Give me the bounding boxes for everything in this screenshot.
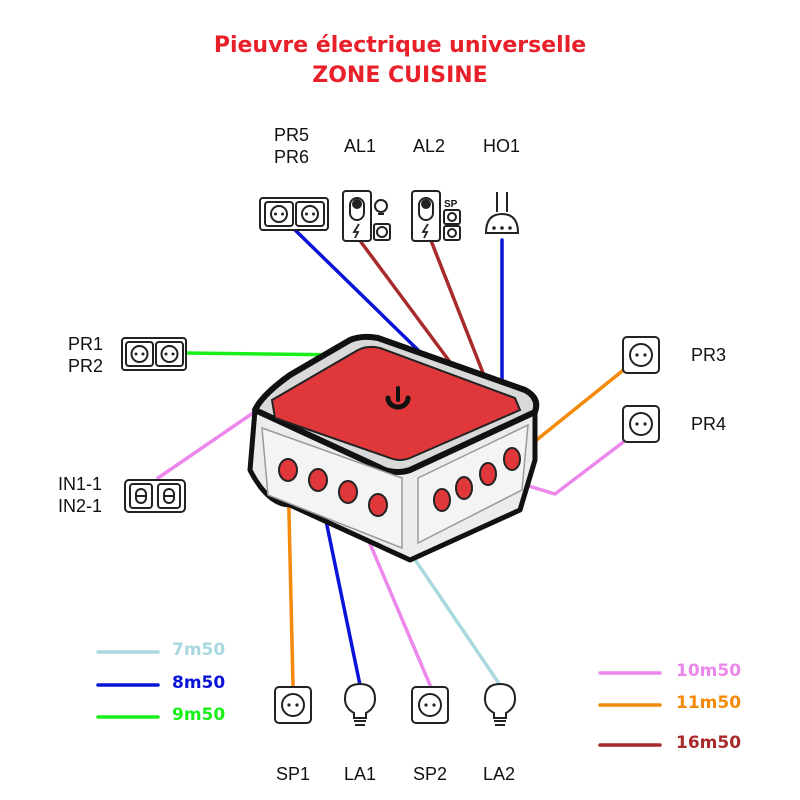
legend-lines xyxy=(96,650,662,747)
box-right-face xyxy=(417,423,529,545)
legend-label-16m50: 16m50 xyxy=(676,733,742,753)
wire-al2-darkred xyxy=(428,236,487,380)
label-al2: AL2 xyxy=(413,136,446,156)
label-al1: AL1 xyxy=(344,136,377,156)
power-logo-icon xyxy=(385,386,411,410)
double-outlet-icon xyxy=(121,337,187,371)
box-lid-top xyxy=(270,345,522,461)
wire-pr56-blue xyxy=(291,226,420,352)
label-sp2: SP2 xyxy=(413,764,448,784)
legend-label-9m50: 9m50 xyxy=(172,705,226,725)
junction-box xyxy=(247,333,540,563)
label-in2-1: IN2-1 xyxy=(58,496,103,516)
wire-sp1-orange xyxy=(286,470,295,687)
label-la2: LA2 xyxy=(483,764,516,784)
label-in1-1: IN1-1 xyxy=(58,474,103,494)
light-bulb-icon xyxy=(483,682,517,726)
outlet-icon xyxy=(622,405,660,443)
switch-bulb-outlet-icon xyxy=(342,190,391,242)
switch-sp-outlet-icon xyxy=(411,190,461,242)
legend-label-8m50: 8m50 xyxy=(172,673,226,693)
cable-entry xyxy=(308,468,328,492)
label-pr2: PR2 xyxy=(68,356,104,376)
label-sp1: SP1 xyxy=(276,764,311,784)
outlet-icon xyxy=(622,336,660,374)
cable-entry xyxy=(368,493,388,517)
cable-entry xyxy=(479,462,497,486)
cable-entry xyxy=(338,480,358,504)
cable-entry xyxy=(503,447,521,471)
label-ho1: HO1 xyxy=(483,136,521,156)
title-line-1: Pieuvre électrique universelle xyxy=(213,33,587,58)
outlet-icon xyxy=(411,686,449,724)
cable-entry-holes xyxy=(278,447,521,517)
title-line-2: ZONE CUISINE xyxy=(312,63,488,88)
cable-entry xyxy=(455,476,473,500)
cable-entry xyxy=(278,458,298,482)
label-pr5: PR5 xyxy=(274,125,310,145)
label-pr3: PR3 xyxy=(691,345,727,365)
hood-connector-icon xyxy=(484,192,520,234)
outlet-icon xyxy=(274,686,312,724)
double-outlet-icon xyxy=(259,197,329,231)
cable-entry xyxy=(433,488,451,512)
legend-label-10m50: 10m50 xyxy=(676,661,742,681)
label-pr4: PR4 xyxy=(691,414,727,434)
legend-label-7m50: 7m50 xyxy=(172,640,226,660)
label-la1: LA1 xyxy=(344,764,377,784)
label-pr6: PR6 xyxy=(274,147,310,167)
sp-badge: SP xyxy=(444,199,458,210)
legend-label-11m50: 11m50 xyxy=(676,693,742,713)
box-base-line xyxy=(267,494,403,549)
wire-al1-darkred xyxy=(356,236,452,364)
label-pr1: PR1 xyxy=(68,334,104,354)
light-bulb-icon xyxy=(343,682,377,726)
double-switch-icon xyxy=(124,479,186,513)
